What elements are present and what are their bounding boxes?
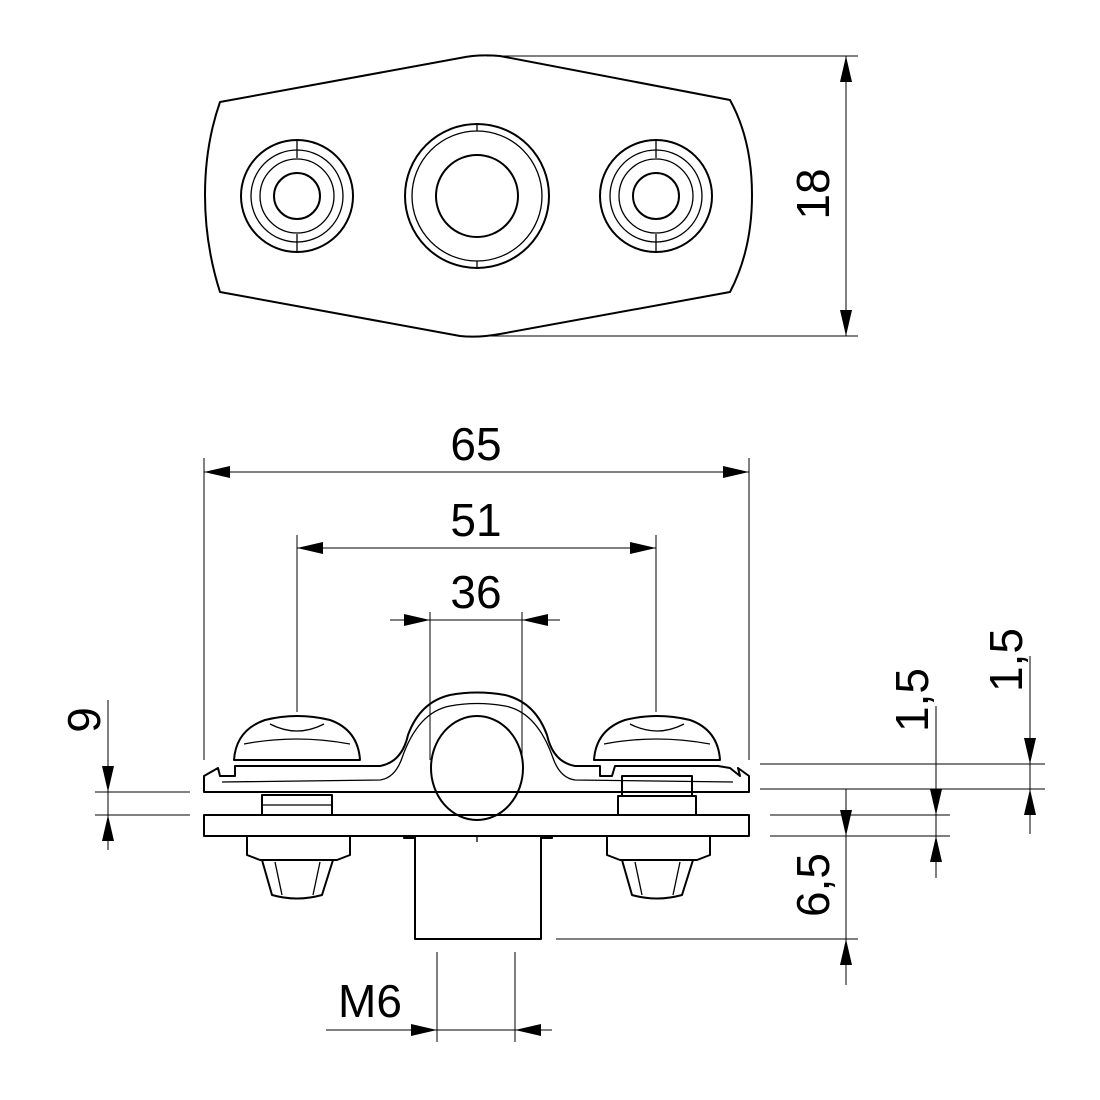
center-boss (404, 123, 550, 269)
right-screw (593, 715, 721, 900)
right-extension-lines (556, 763, 1045, 940)
dimension-pipe-diameter: 36 (390, 566, 560, 760)
dimension-thread: M6 (326, 952, 552, 1042)
left-screw-head (240, 139, 354, 253)
base-bar (203, 814, 750, 837)
boss-height-label: 6,5 (787, 853, 839, 917)
top-view-outline (204, 54, 753, 338)
pipe-section (430, 715, 524, 821)
dimension-height-top: 18 (487, 55, 858, 337)
strip-thickness-label: 1,5 (980, 628, 1032, 692)
hole-spacing-label: 51 (450, 494, 501, 546)
top-view (204, 54, 753, 338)
right-screw-head (599, 139, 713, 253)
pipe-saddle-strap (203, 691, 750, 793)
dimension-base-thickness: 9 (58, 700, 190, 850)
overall-width-label: 65 (450, 418, 501, 470)
thread-label: M6 (338, 975, 402, 1027)
clip-thickness-label: 1,5 (886, 668, 938, 732)
base-thickness-label: 9 (58, 707, 110, 733)
threaded-boss (403, 835, 553, 940)
dimension-clip-thickness: 1,5 (886, 668, 942, 878)
dimension-hole-spacing: 51 (296, 494, 657, 712)
pipe-diameter-label: 36 (450, 566, 501, 618)
height-top-label: 18 (787, 168, 839, 219)
left-screw (233, 715, 361, 900)
dimension-boss-height: 6,5 (787, 789, 852, 985)
dimension-overall-width: 65 (203, 418, 750, 760)
dimension-strip-thickness: 1,5 (980, 628, 1036, 834)
side-view (203, 691, 750, 940)
